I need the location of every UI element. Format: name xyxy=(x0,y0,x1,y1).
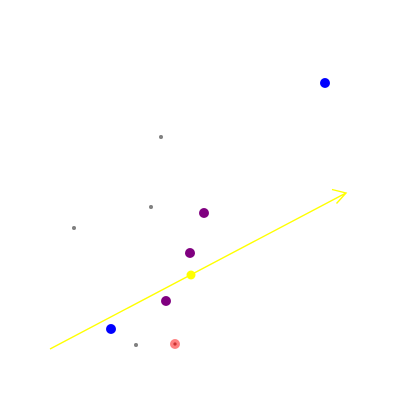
yellow-point-on-arrow xyxy=(186,270,196,280)
gray-point-bottom xyxy=(134,343,138,347)
purple-point-lower xyxy=(161,296,171,306)
red-target-point-center xyxy=(173,342,177,346)
arrow-group xyxy=(49,188,348,350)
purple-point-middle xyxy=(185,248,195,258)
gray-point-upper xyxy=(159,135,163,139)
yellow-direction-arrow xyxy=(49,192,347,350)
gray-point-left xyxy=(72,226,76,230)
blue-point-upper-right xyxy=(320,78,330,88)
blue-point-lower-left xyxy=(106,324,116,334)
points-group xyxy=(72,78,330,349)
arrow-head-icon xyxy=(331,188,348,204)
purple-point-upper xyxy=(199,208,209,218)
gray-point-middle xyxy=(149,205,153,209)
